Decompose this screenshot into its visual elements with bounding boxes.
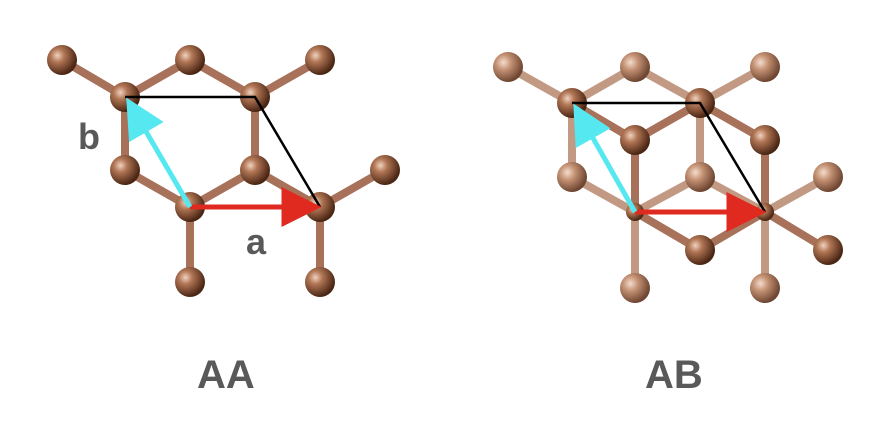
aa-atom <box>370 155 400 185</box>
ab-unit-cell <box>572 101 767 213</box>
ab-top-atom <box>685 235 715 265</box>
aa-atoms <box>47 45 400 297</box>
aa-panel-title: AA <box>197 353 255 397</box>
aa-atom <box>110 155 140 185</box>
ab-bottom-atom <box>685 162 715 192</box>
aa-atom <box>305 45 335 75</box>
aa-atom <box>175 45 205 75</box>
ab-top-atom <box>813 235 843 265</box>
ab-bottom-atom <box>750 273 780 303</box>
ab-bottom-bonds <box>504 63 832 292</box>
ab-bottom-atom <box>620 52 650 82</box>
ab-vector-b <box>573 103 638 214</box>
aa-atom <box>240 155 270 185</box>
aa-unit-cell <box>125 95 322 208</box>
ab-top-atom <box>620 125 650 155</box>
ab-panel: AB <box>493 52 843 397</box>
aa-atom <box>305 267 335 297</box>
aa-atom <box>47 45 77 75</box>
ab-bottom-atom <box>493 52 523 82</box>
ab-bottom-atom <box>813 162 843 192</box>
aa-panel: b a AA <box>47 45 400 397</box>
aa-atom <box>175 267 205 297</box>
ab-bottom-atom <box>750 52 780 82</box>
aa-label-b: b <box>78 116 100 157</box>
ab-top-atom <box>750 125 780 155</box>
ab-bottom-atom <box>620 273 650 303</box>
aa-vector-b <box>126 97 193 209</box>
ab-bottom-atoms <box>493 52 843 303</box>
ab-panel-title: AB <box>645 353 703 397</box>
aa-label-a: a <box>246 221 267 262</box>
ab-bottom-atom <box>557 162 587 192</box>
